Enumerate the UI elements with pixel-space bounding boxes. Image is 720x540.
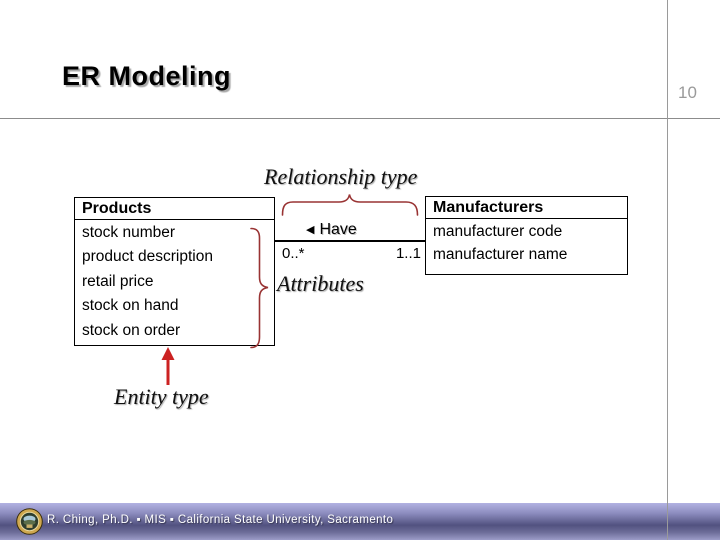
attributes-brace: [250, 227, 269, 349]
attribute-item: retail price: [82, 272, 154, 290]
attribute-item: stock on order: [82, 321, 181, 339]
attribute-item: stock on hand: [82, 297, 179, 315]
relationship-brace: [281, 194, 419, 216]
relationship-line: [275, 240, 425, 242]
left-triangle-icon: ◀: [306, 224, 315, 236]
footer-credit: R. Ching, Ph.D. ▪ MIS ▪ California State…: [47, 514, 394, 526]
entity-name-products: Products: [75, 198, 274, 220]
footer-bar: R. Ching, Ph.D. ▪ MIS ▪ California State…: [0, 503, 720, 540]
cardinality-left: 0..*: [282, 245, 305, 262]
attribute-item: product description: [82, 248, 213, 266]
page-title: ER Modeling: [62, 61, 231, 91]
attribute-item: manufacturer code: [433, 223, 563, 240]
attribute-item: manufacturer name: [433, 246, 568, 263]
page-number: 10: [678, 83, 697, 102]
manufacturers-attribute-list: manufacturer code manufacturer name: [426, 219, 627, 266]
entity-type-arrow: [161, 347, 175, 385]
entity-box-products: Products stock number product descriptio…: [74, 197, 275, 346]
relationship-type-label: Relationship type: [264, 164, 418, 189]
entity-name-manufacturers: Manufacturers: [426, 197, 627, 219]
entity-type-label: Entity type: [114, 384, 209, 409]
header-divider: [0, 118, 720, 119]
university-seal-logo: [16, 508, 43, 535]
relationship-name: ◀ Have: [306, 221, 357, 239]
products-attribute-list: stock number product description retail …: [75, 220, 274, 343]
relationship-name-text: Have: [319, 221, 357, 238]
cardinality-right: 1..1: [395, 245, 421, 262]
attribute-item: stock number: [82, 224, 176, 241]
entity-box-manufacturers: Manufacturers manufacturer code manufact…: [425, 196, 628, 275]
right-margin-divider: [667, 0, 668, 540]
attributes-label: Attributes: [277, 271, 364, 296]
